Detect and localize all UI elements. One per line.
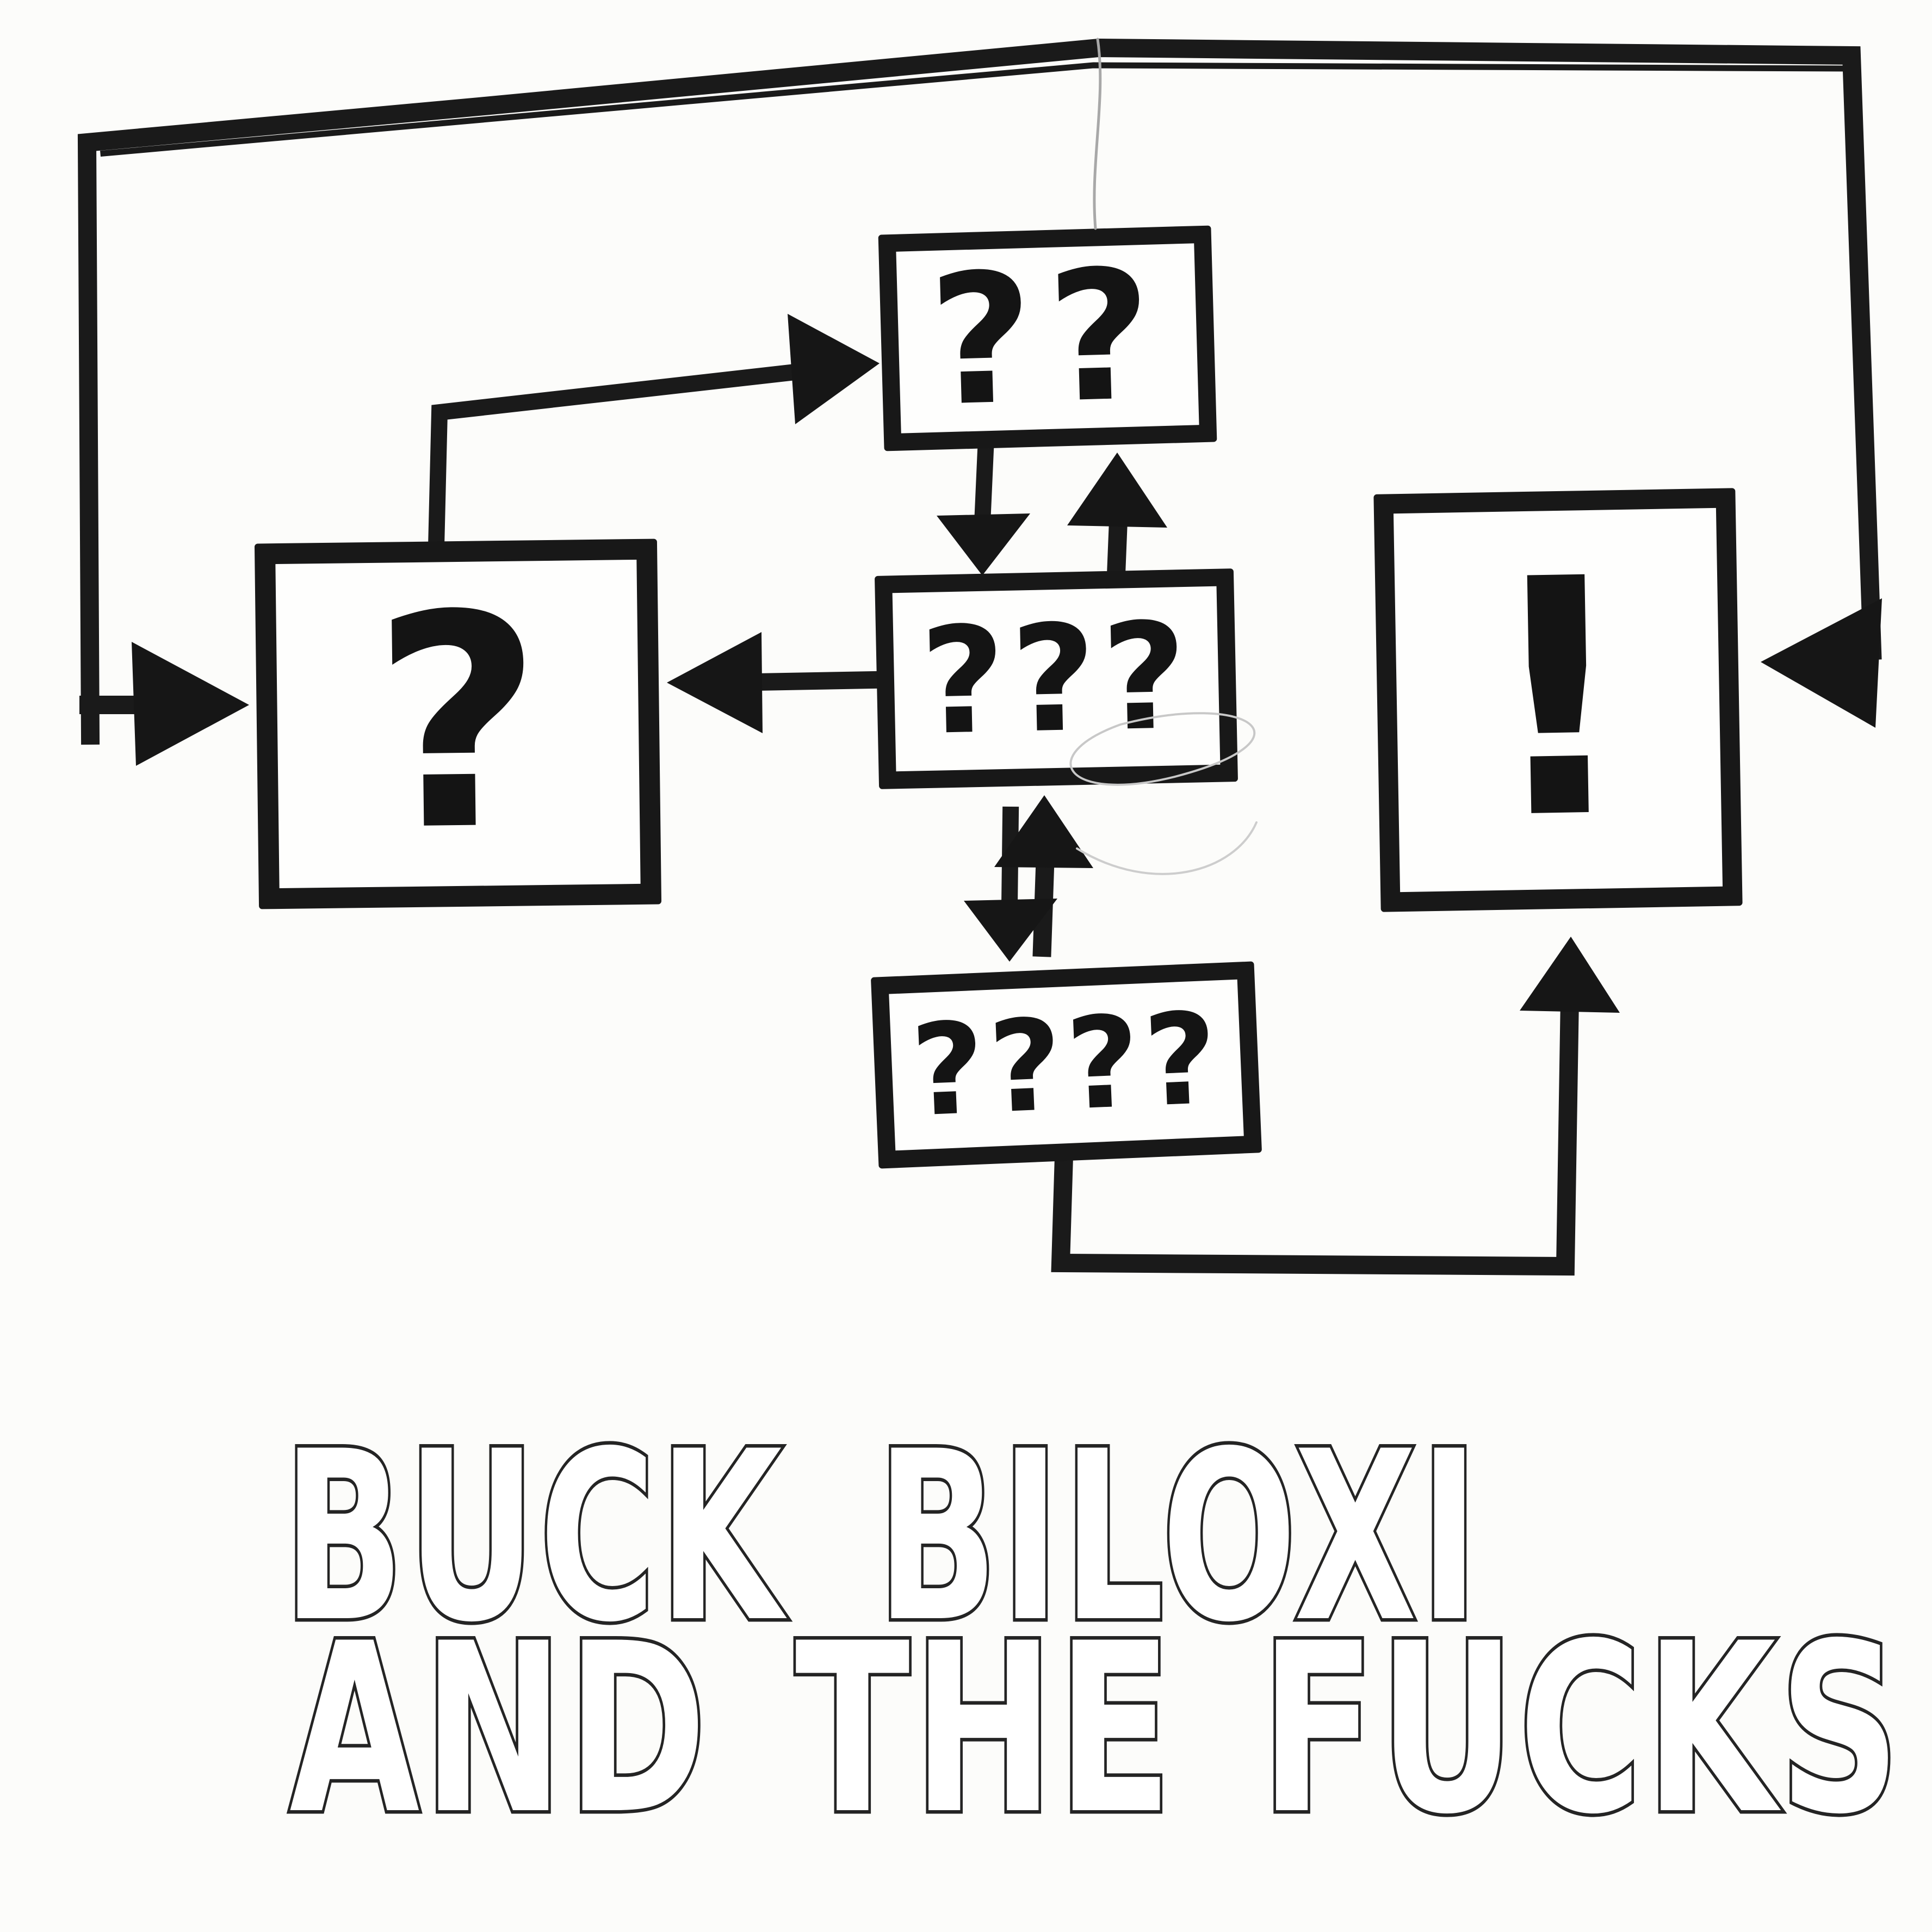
top-to-middle-connector [974,442,994,532]
bottom-to-right-connector [1051,989,1580,1276]
arrowhead-left-into-left-box [667,632,763,733]
node-double-question-label: ?? [926,230,1169,446]
arrowhead-into-right-box [1761,598,1882,728]
outer-loop-connector [77,38,1882,745]
left-to-top-connector [428,363,804,555]
arrowhead-down-into-middle-box [937,513,1030,575]
node-quad-question-box: ???? [870,961,1262,1169]
band-title-line2: AND THE FUCKS [287,1594,1904,1866]
arrowhead-up-into-right-box [1520,937,1620,1013]
arrowhead-up-into-top-box [1067,453,1167,528]
arrowhead-up-into-middle-box [994,795,1093,868]
node-exclamation-box: ! [1373,488,1743,912]
node-double-question-box: ?? [878,225,1217,451]
node-triple-question-label: ??? [918,590,1194,767]
node-triple-question-box: ??? [874,568,1239,789]
arrowhead-into-top-box-left [788,314,880,424]
node-quad-question-label: ???? [908,984,1225,1145]
band-title-line1: BUCK BILOXI [281,1402,1482,1674]
arrowhead-into-left-box [132,642,249,766]
node-question-label: ? [370,552,546,896]
middle-to-left-connector [748,671,882,691]
node-exclamation-label: ! [1480,508,1636,891]
arrowhead-down-into-bottom-box [964,899,1057,962]
node-question-box: ? [254,538,662,909]
